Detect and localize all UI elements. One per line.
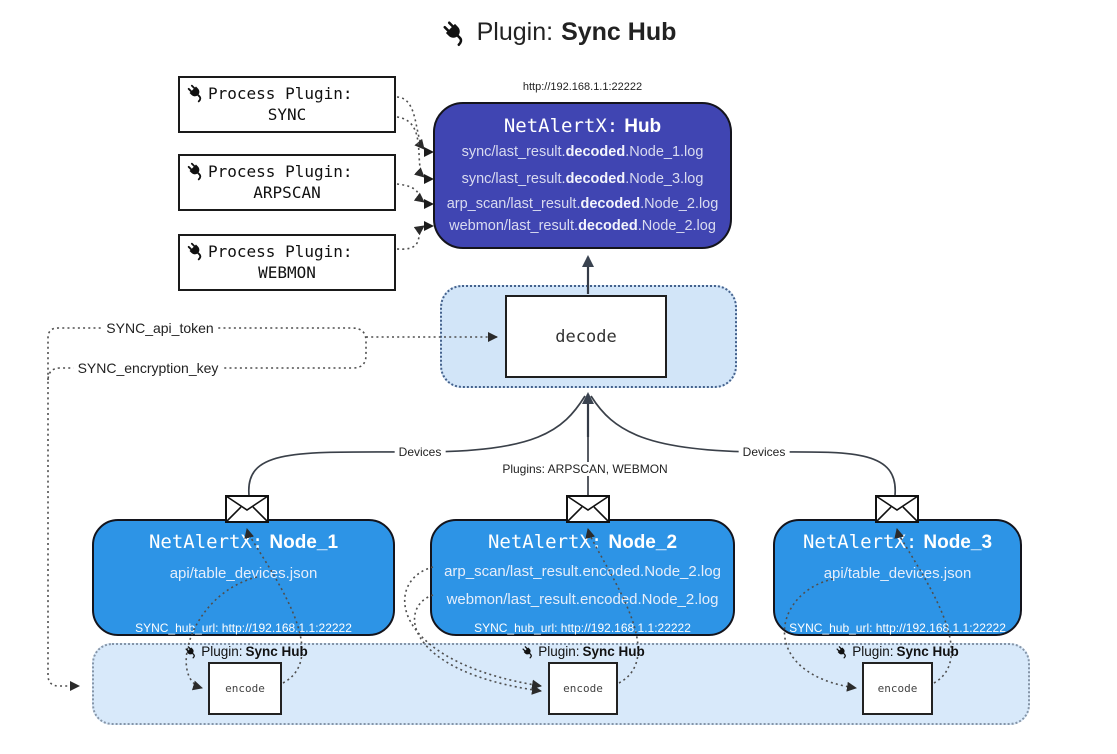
encode-box: encode: [862, 662, 933, 715]
process-plugin-label: Process Plugin:: [208, 241, 353, 261]
hub-line-arrow-icon: [424, 199, 434, 209]
plug-icon: [187, 162, 202, 181]
hub-log-line: webmon/last_result.decoded.Node_2.log: [449, 218, 716, 234]
plug-icon: [443, 20, 462, 46]
node-title: NetAlertX:Node_1: [148, 531, 339, 553]
edge-sync-to-hub-2: [396, 116, 425, 178]
process-plugin-arpscan: Process Plugin: ARPSCAN: [178, 154, 396, 211]
edge-label-plugins: Plugins: ARPSCAN, WEBMON: [498, 462, 672, 476]
node-hub-url: SYNC_hub_url: http://192.168.1.1:22222: [135, 621, 352, 635]
encode-box: encode: [208, 662, 282, 715]
edge-webmon-to-hub: [396, 225, 425, 250]
hub-box: NetAlertX:Hub sync/last_result.decoded.N…: [433, 102, 732, 249]
encoder-plugin-label: Plugin:Sync Hub: [521, 644, 645, 659]
node-hub-url: SYNC_hub_url: http://192.168.1.1:22222: [474, 621, 691, 635]
process-plugin-name: WEBMON: [258, 263, 316, 282]
plug-icon: [836, 645, 846, 658]
encoder-plugin-label: Plugin:Sync Hub: [184, 644, 308, 659]
edge-arpscan-to-hub: [396, 183, 425, 203]
process-plugin-name: SYNC: [267, 105, 307, 124]
encoder-plugin-label: Plugin:Sync Hub: [835, 644, 959, 659]
edge-label-devices-left: Devices: [394, 445, 446, 459]
hub-line-arrow-icon: [424, 147, 434, 157]
process-plugin-label: Process Plugin:: [208, 83, 353, 103]
hub-title-prefix: NetAlertX:: [503, 115, 619, 137]
edge-label-devices-right: Devices: [738, 445, 790, 459]
node-file-line: webmon/last_result.encoded.Node_2.log: [446, 591, 719, 608]
process-plugin-sync: Process Plugin: SYNC: [178, 76, 396, 133]
plug-icon: [185, 645, 195, 658]
edge-sync-to-hub-1: [396, 96, 425, 150]
title-name: Sync Hub: [561, 18, 677, 46]
node-file-line: arp_scan/last_result.encoded.Node_2.log: [444, 563, 721, 580]
hub-line-arrow-icon: [424, 174, 434, 184]
decode-box: decode: [505, 295, 667, 378]
node-title: NetAlertX:Node_2: [487, 531, 678, 553]
node-file-line: api/table_devices.json: [169, 565, 318, 582]
encode-box: encode: [548, 662, 618, 715]
process-plugin-label: Process Plugin:: [208, 161, 353, 181]
node-hub-url: SYNC_hub_url: http://192.168.1.1:22222: [789, 621, 1006, 635]
config-encryption-key-label: SYNC_encryption_key: [73, 360, 223, 376]
page-title: Plugin: Sync Hub: [0, 18, 1117, 47]
envelope-icon: [875, 495, 919, 523]
hub-log-line: sync/last_result.decoded.Node_3.log: [461, 171, 704, 187]
plug-icon: [187, 242, 202, 261]
node-title: NetAlertX:Node_3: [802, 531, 993, 553]
node-2-box: NetAlertX:Node_2 arp_scan/last_result.en…: [430, 519, 735, 636]
hub-url: http://192.168.1.1:22222: [522, 81, 643, 93]
node-3-box: NetAlertX:Node_3 api/table_devices.json …: [773, 519, 1022, 636]
hub-log-line: sync/last_result.decoded.Node_1.log: [461, 144, 704, 160]
process-plugin-name: ARPSCAN: [253, 183, 321, 202]
plug-icon: [522, 645, 532, 658]
node-file-line: api/table_devices.json: [823, 565, 972, 582]
hub-log-line: arp_scan/last_result.decoded.Node_2.log: [446, 196, 719, 212]
hub-title-name: Hub: [624, 116, 662, 137]
node-1-box: NetAlertX:Node_1 api/table_devices.json …: [92, 519, 395, 636]
envelope-icon: [566, 495, 610, 523]
plug-icon: [187, 84, 202, 103]
config-api-token-label: SYNC_api_token: [102, 320, 218, 336]
title-prefix: Plugin:: [476, 18, 554, 46]
hub-title: NetAlertX:Hub: [435, 115, 730, 138]
hub-line-arrow-icon: [424, 221, 434, 231]
envelope-icon: [225, 495, 269, 523]
process-plugin-webmon: Process Plugin: WEBMON: [178, 234, 396, 291]
